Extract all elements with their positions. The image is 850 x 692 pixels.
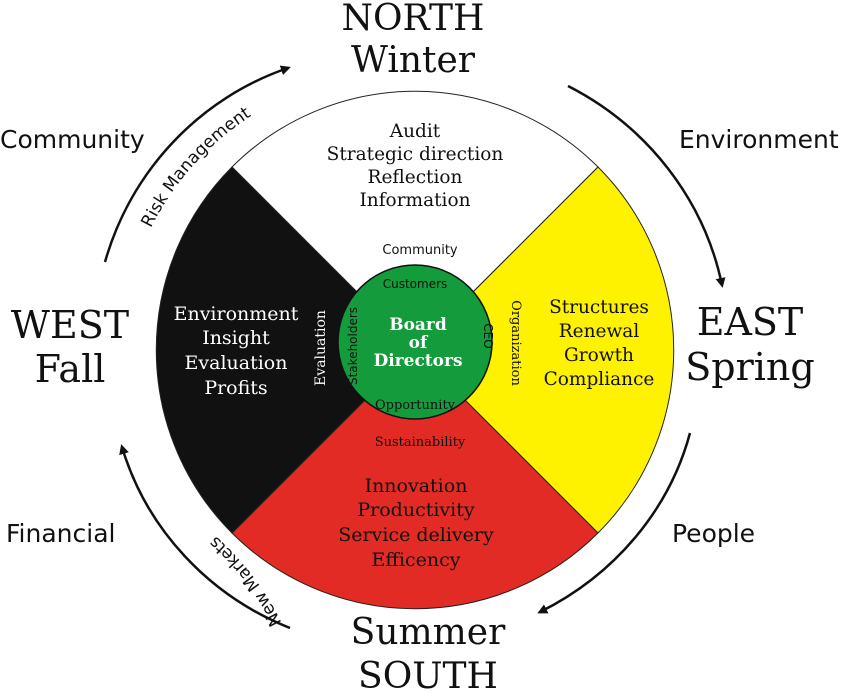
arrow-northwest [103, 65, 291, 263]
quadrant-south [231, 349, 599, 610]
center-bottom-label: Opportunity [375, 398, 456, 413]
north-direction: NORTH [342, 0, 485, 39]
cycle-arrows [103, 65, 726, 630]
center-circle [337, 264, 493, 420]
inner-ring-bottom: Sustainability [375, 435, 466, 450]
east-season: Spring [685, 345, 814, 389]
west-item: Profits [204, 377, 267, 399]
inner-ring-right: Organization [508, 300, 523, 386]
wheel [155, 90, 675, 610]
east-item: Structures [549, 297, 649, 318]
west-item: Insight [202, 327, 270, 349]
center-title-line3: Directors [373, 351, 462, 371]
center-left-label: Stakeholders [346, 307, 360, 385]
north-item: Reflection [368, 167, 463, 188]
north-season: Winter [351, 40, 476, 81]
center-right-label: CEO [481, 323, 495, 348]
east-item: Growth [564, 345, 634, 366]
east-direction: EAST [697, 300, 804, 344]
south-item: Service delivery [338, 524, 494, 546]
east-item: Renewal [559, 321, 640, 342]
quadrant-east [414, 166, 675, 534]
west-season: Fall [35, 347, 106, 391]
south-item: Productivity [357, 499, 475, 521]
people-corner-label: People [672, 519, 755, 548]
quadrant-north [231, 90, 599, 351]
inner-ring-top: Community [382, 243, 458, 258]
south-season: Summer [351, 612, 506, 653]
west-item: Environment [174, 303, 299, 325]
south-item: Innovation [365, 475, 468, 497]
south-direction: SOUTH [358, 656, 498, 692]
inner-ring-left: Evaluation [313, 310, 329, 386]
north-item: Audit [389, 121, 441, 142]
financial-corner-label: Financial [6, 519, 115, 548]
quadrant-west [155, 166, 416, 534]
south-item: Efficency [372, 549, 461, 571]
center-title-line2: of [409, 333, 429, 353]
west-direction: WEST [11, 303, 129, 347]
arrow-southwest [119, 444, 291, 630]
environment-corner-label: Environment [679, 125, 839, 154]
east-item: Compliance [544, 369, 655, 390]
north-item: Information [359, 190, 470, 211]
arrow-southeast [537, 432, 692, 614]
community-corner-label: Community [0, 125, 145, 154]
west-item: Evaluation [185, 352, 288, 374]
north-item: Strategic direction [327, 144, 504, 165]
center-top-label: Customers [383, 277, 448, 291]
arrow-northeast [567, 84, 726, 288]
center-title-line1: Board [389, 315, 447, 335]
